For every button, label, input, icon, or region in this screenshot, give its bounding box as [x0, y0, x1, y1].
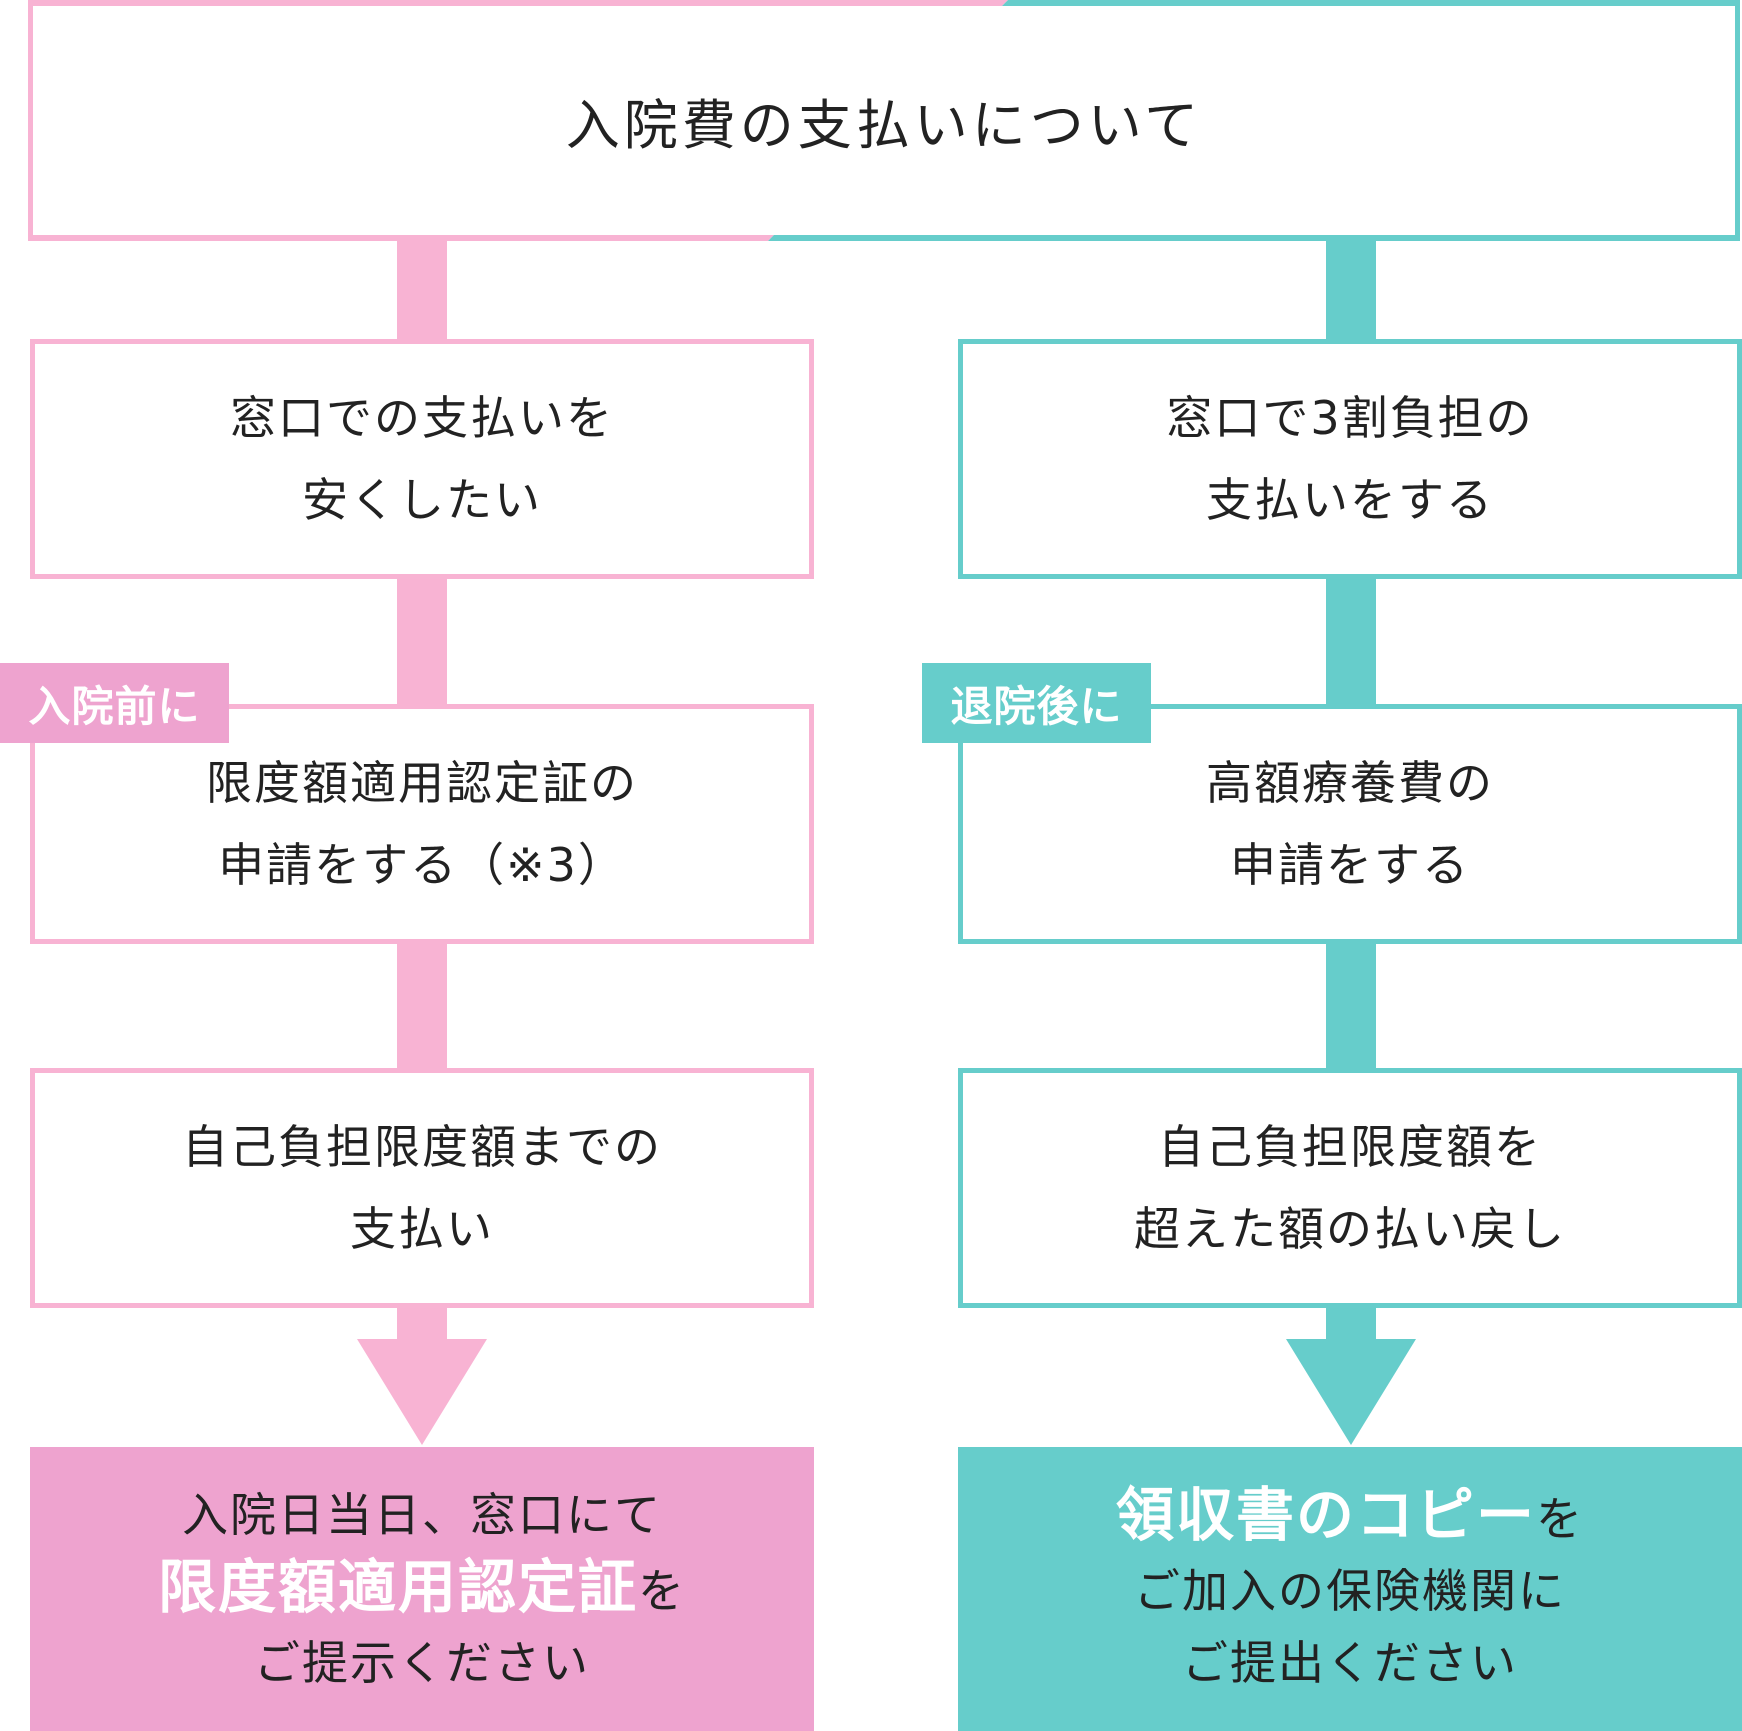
right-final-box: 領収書のコピーを ご加入の保険機関に ご提出ください	[958, 1447, 1742, 1731]
left-final-box: 入院日当日、窓口にて 限度額適用認定証を ご提示ください	[30, 1447, 814, 1731]
left-final-particle: を	[638, 1564, 686, 1618]
right-final-line2: ご加入の保険機関に	[1134, 1564, 1566, 1618]
left-step3-line2: 支払い	[350, 1202, 494, 1256]
title-frame: 入院費の支払いについて	[28, 0, 1740, 241]
left-step1-line1: 窓口での支払いを	[230, 391, 614, 445]
right-step1-box: 窓口で3割負担の 支払いをする	[958, 339, 1742, 579]
left-step1-box: 窓口での支払いを 安くしたい	[30, 339, 814, 579]
right-final-line1: 領収書のコピーを	[1116, 1479, 1584, 1555]
left-step2-line1: 限度額適用認定証の	[206, 756, 638, 810]
right-step3-box: 自己負担限度額を 超えた額の払い戻し	[958, 1068, 1742, 1308]
left-step2-line2: 申請をする（※3）	[218, 838, 626, 892]
left-step2-box: 限度額適用認定証の 申請をする（※3）	[30, 704, 814, 944]
right-step2-box: 高額療養費の 申請をする	[958, 704, 1742, 944]
left-final-line3: ご提示ください	[254, 1636, 590, 1690]
left-arrow	[357, 1305, 487, 1445]
left-connector-2	[397, 575, 447, 705]
left-connector-1	[397, 241, 447, 341]
right-connector-2	[1326, 575, 1376, 705]
left-connector-3	[397, 940, 447, 1070]
right-arrow	[1286, 1305, 1416, 1445]
before-admission-tag: 入院前に	[0, 663, 229, 743]
right-final-particle: を	[1536, 1492, 1584, 1546]
right-step2-line2: 申請をする	[1230, 838, 1470, 892]
left-step3-box: 自己負担限度額までの 支払い	[30, 1068, 814, 1308]
right-step3-line1: 自己負担限度額を	[1158, 1120, 1542, 1174]
right-step2-line1: 高額療養費の	[1206, 756, 1494, 810]
right-step1-line2: 支払いをする	[1206, 473, 1494, 527]
right-connector-3	[1326, 940, 1376, 1070]
right-final-line3: ご提出ください	[1182, 1636, 1518, 1690]
left-final-emphasis: 限度額適用認定証	[157, 1553, 638, 1621]
after-discharge-tag: 退院後に	[922, 663, 1151, 743]
right-final-emphasis: 領収書のコピー	[1115, 1481, 1536, 1549]
left-step1-line2: 安くしたい	[302, 473, 542, 527]
right-step3-line2: 超えた額の払い戻し	[1134, 1202, 1566, 1256]
right-connector-1	[1326, 241, 1376, 341]
left-step3-line1: 自己負担限度額までの	[182, 1120, 662, 1174]
left-final-line1: 入院日当日、窓口にて	[182, 1488, 662, 1542]
left-final-line2: 限度額適用認定証を	[158, 1551, 686, 1627]
page-title: 入院費の支払いについて	[565, 94, 1203, 157]
right-step1-line1: 窓口で3割負担の	[1166, 391, 1534, 445]
